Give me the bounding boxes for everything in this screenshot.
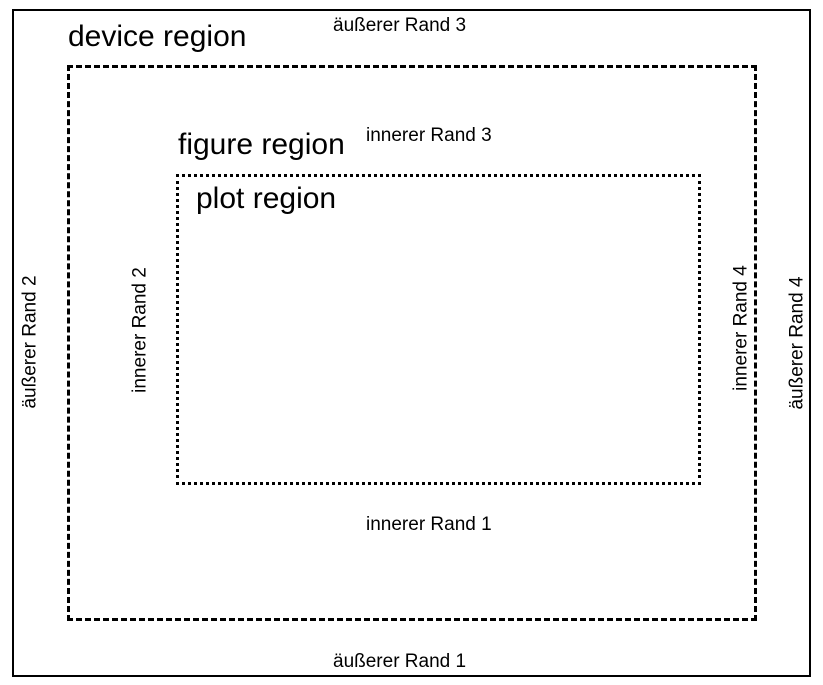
- plot-region-box: [176, 174, 701, 485]
- figure-region-label: figure region: [178, 128, 345, 161]
- inner-margin-4-label: innerer Rand 4: [730, 265, 752, 391]
- outer-margin-4-label: äußerer Rand 4: [786, 276, 808, 410]
- outer-margin-2-label: äußerer Rand 2: [19, 275, 41, 409]
- outer-margin-1-label: äußerer Rand 1: [333, 651, 467, 672]
- figure-region-box: [67, 65, 757, 621]
- inner-margin-1-label: innerer Rand 1: [366, 514, 492, 535]
- device-region-label: device region: [68, 20, 247, 53]
- outer-margin-3-label: äußerer Rand 3: [333, 15, 467, 36]
- plot-region-label: plot region: [196, 182, 337, 215]
- inner-margin-3-label: innerer Rand 3: [366, 125, 492, 146]
- inner-margin-2-label: innerer Rand 2: [129, 267, 151, 393]
- device-region-box: [12, 9, 811, 677]
